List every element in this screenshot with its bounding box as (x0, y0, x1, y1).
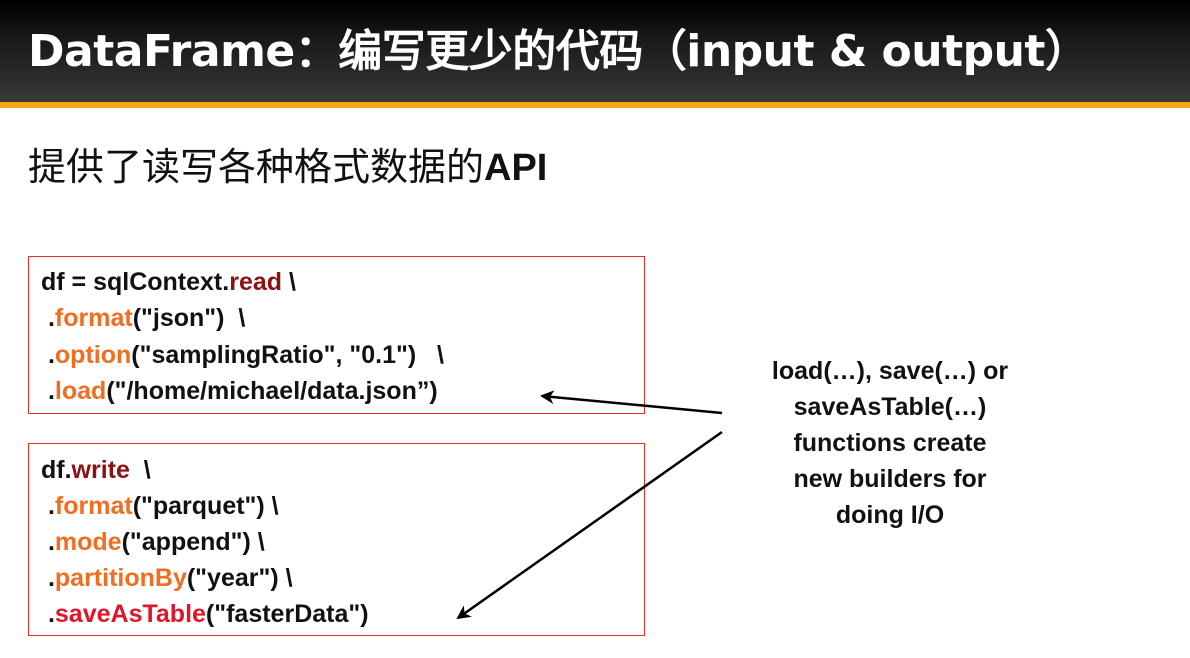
subtitle-text: 提供了读写各种格式数据的 (28, 145, 485, 189)
slide-subtitle: 提供了读写各种格式数据的API (28, 136, 547, 191)
note-line-1: load(…), save(…) or (771, 357, 1009, 385)
note-line-2: saveAsTable(…) (793, 393, 987, 421)
write-code-line-3: .mode("append") \ (41, 528, 265, 557)
read-code-line-1: df = sqlContext.read \ (41, 268, 296, 297)
write-code-line-2: .format("parquet") \ (41, 492, 279, 521)
write-code-line-5: .saveAsTable("fasterData") (41, 600, 369, 629)
code-text: . (41, 600, 55, 628)
callout-note: load(…), save(…) or saveAsTable(…) funct… (735, 353, 1045, 533)
read-code-line-4: .load("/home/michael/data.json”) (41, 377, 438, 406)
write-code-box: df.write \ .format("parquet") \ .mode("a… (28, 443, 645, 636)
subtitle-api: API (484, 147, 548, 189)
code-text: \ (282, 268, 296, 296)
title-accent-stripe (0, 102, 1190, 108)
code-text: ("/home/michael/data.json”) (106, 377, 438, 405)
note-line-5: doing I/O (835, 501, 945, 529)
code-text: . (41, 528, 55, 556)
code-text: \ (129, 456, 151, 484)
slide-title: DataFrame：编写更少的代码（input & output） (28, 26, 1089, 77)
code-text: . (41, 377, 55, 405)
write-code-line-1: df.write \ (41, 456, 151, 485)
code-keyword-format: format (54, 492, 133, 520)
code-text: df. (41, 456, 72, 484)
code-text: ("parquet") \ (132, 492, 279, 520)
read-code-line-3: .option("samplingRatio", "0.1") \ (41, 341, 444, 370)
code-keyword-saveastable: saveAsTable (54, 600, 206, 628)
code-keyword-partitionby: partitionBy (54, 564, 187, 592)
code-text: df = sqlContext. (41, 268, 230, 296)
code-text: ("append") \ (121, 528, 265, 556)
note-line-4: new builders for (793, 465, 987, 493)
code-text: ("samplingRatio", "0.1") \ (131, 341, 444, 369)
code-text: . (41, 564, 55, 592)
code-keyword-read: read (229, 268, 283, 296)
code-text: ("year") \ (186, 564, 293, 592)
code-text: . (41, 341, 55, 369)
read-code-box: df = sqlContext.read \ .format("json") \… (28, 256, 645, 414)
code-text: ("fasterData") (205, 600, 369, 628)
read-code-line-2: .format("json") \ (41, 304, 245, 333)
code-keyword-mode: mode (54, 528, 122, 556)
code-text: . (41, 304, 55, 332)
code-keyword-write: write (71, 456, 130, 484)
write-code-line-4: .partitionBy("year") \ (41, 564, 293, 593)
code-keyword-load: load (54, 377, 107, 405)
code-text: ("json") \ (132, 304, 246, 332)
code-text: . (41, 492, 55, 520)
code-keyword-format: format (54, 304, 133, 332)
note-line-3: functions create (793, 429, 987, 457)
code-keyword-option: option (54, 341, 132, 369)
title-bar (0, 0, 1190, 102)
